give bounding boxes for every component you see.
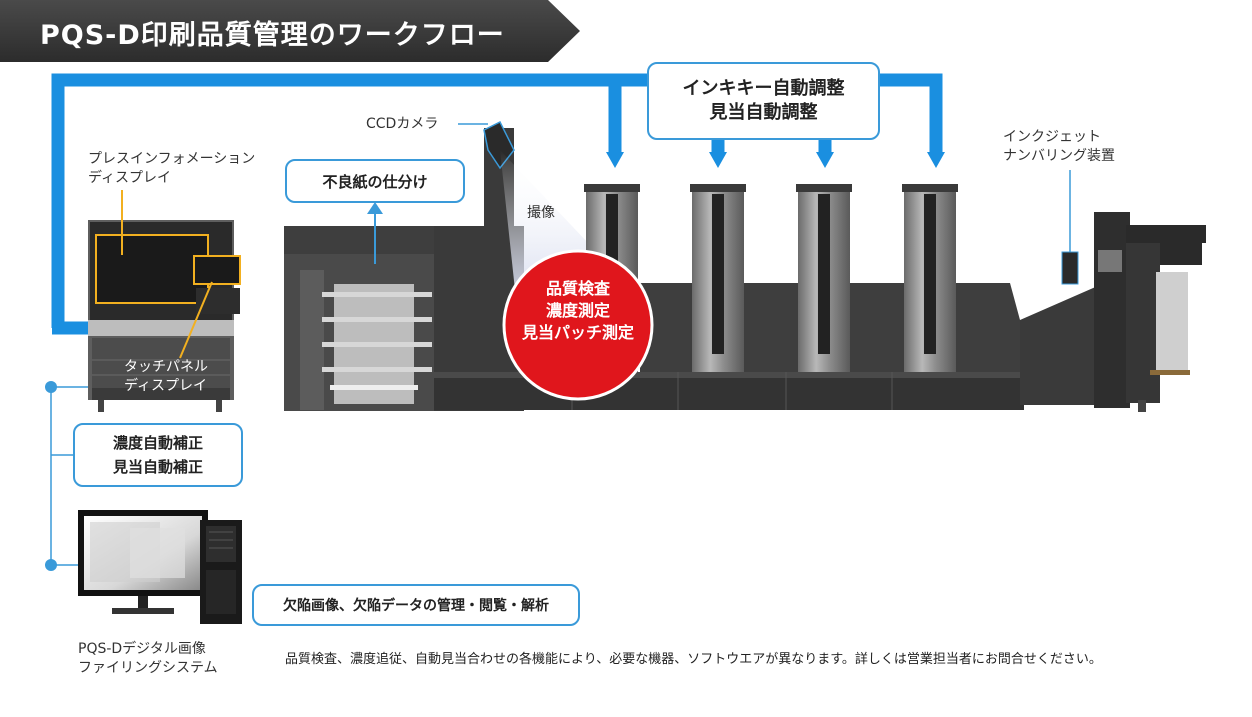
page-title: PQS-D印刷品質管理のワークフロー — [40, 20, 505, 51]
inspection-text: 品質検査 濃度測定 見当パッチ測定 — [504, 278, 652, 344]
printing-unit-3 — [796, 184, 852, 372]
ccd-camera-label: CCDカメラ — [366, 116, 439, 132]
press-console — [88, 220, 241, 412]
title-banner — [0, 0, 580, 62]
defect-management-box: 欠陥画像、欠陥データの管理・閲覧・解析 — [252, 584, 580, 626]
press-display-label-line: プレスインフォメーション — [88, 151, 256, 167]
ink-key-box: インキキー自動調整 見当自動調整 — [647, 62, 880, 140]
touch-panel-label-line: ディスプレイ — [124, 378, 208, 394]
inspection-line: 濃度測定 — [545, 301, 610, 320]
ink-key-line: インキキー自動調整 — [682, 78, 845, 99]
inkjet-unit — [1061, 251, 1079, 285]
inkjet-label: インクジェット ナンバリング装置 — [1003, 128, 1115, 166]
printing-unit-2 — [690, 184, 746, 372]
pc-workstation — [78, 510, 242, 624]
touch-panel-leader — [179, 281, 213, 359]
density-correction-line: 濃度自動補正 — [112, 434, 203, 452]
reject-sorting-box: 不良紙の仕分け — [285, 159, 465, 203]
sorting-arrow — [367, 202, 383, 264]
thin-link-lines — [50, 386, 90, 566]
imaging-label: 撮像 — [527, 205, 555, 221]
footnote: 品質検査、濃度追従、自動見当合わせの各機能により、必要な機器、ソフトウエアが異な… — [285, 652, 1102, 667]
link-dot-top — [45, 381, 57, 393]
press-display-label-line: ディスプレイ — [88, 170, 172, 186]
reject-sorting-text: 不良紙の仕分け — [322, 172, 428, 191]
inspection-line: 見当パッチ測定 — [521, 323, 634, 342]
inkjet-label-line: ナンバリング装置 — [1003, 148, 1115, 164]
ink-key-line: 見当自動調整 — [709, 102, 818, 123]
down-arrowheads — [606, 152, 945, 168]
filing-system-label-line: PQS-Dデジタル画像 — [78, 641, 206, 657]
touch-panel-label-line: タッチパネル — [124, 359, 208, 375]
feeder-unit — [1020, 212, 1206, 412]
defect-management-text: 欠陥画像、欠陥データの管理・閲覧・解析 — [283, 598, 549, 614]
press-display-label: プレスインフォメーション ディスプレイ — [88, 150, 255, 188]
inkjet-label-line: インクジェット — [1003, 129, 1101, 145]
density-correction-line: 見当自動補正 — [112, 458, 203, 476]
inspection-line: 品質検査 — [545, 279, 610, 298]
density-correction-box: 濃度自動補正 見当自動補正 — [73, 423, 243, 487]
filing-system-label: PQS-Dデジタル画像 ファイリングシステム — [78, 640, 218, 678]
filing-system-label-line: ファイリングシステム — [78, 660, 218, 676]
touch-panel-label: タッチパネル ディスプレイ — [124, 358, 208, 396]
link-dot-bottom — [45, 559, 57, 571]
printing-unit-4 — [902, 184, 958, 372]
inspection-circle — [502, 249, 654, 401]
